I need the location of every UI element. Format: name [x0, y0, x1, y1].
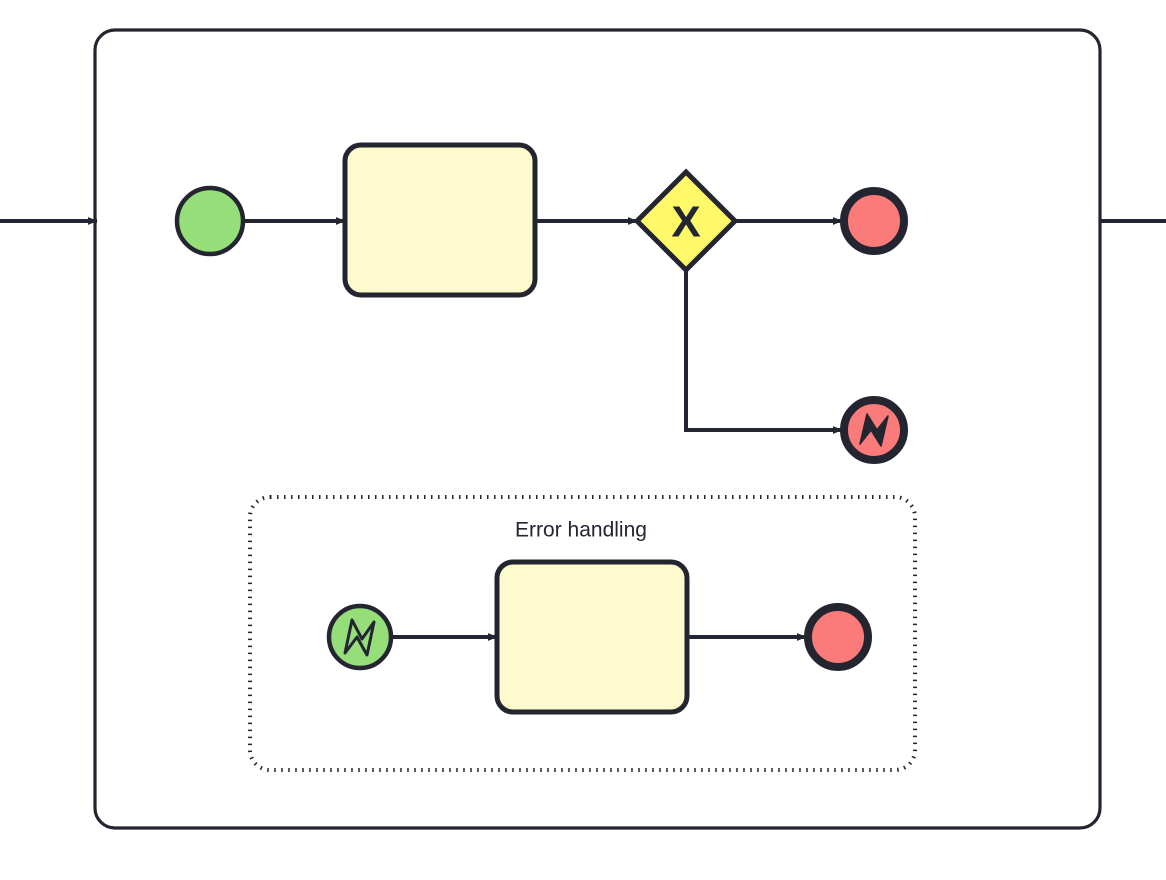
handler-end-event[interactable]: [804, 603, 872, 671]
end-event-success[interactable]: [840, 187, 908, 255]
exclusive-gateway-x-icon: X: [671, 198, 700, 247]
error-marker-icon: [343, 618, 376, 657]
error-marker-icon: [859, 413, 889, 447]
exclusive-gateway[interactable]: [633, 168, 739, 274]
error-start-event[interactable]: [326, 603, 394, 671]
error-subprocess-label: Error handling: [515, 519, 647, 542]
main-task[interactable]: [342, 142, 538, 298]
flow-gateway-to-error-event[interactable]: [684, 270, 843, 434]
end-event-error[interactable]: [840, 396, 908, 464]
handler-task[interactable]: [494, 559, 690, 715]
start-event[interactable]: [174, 185, 246, 257]
